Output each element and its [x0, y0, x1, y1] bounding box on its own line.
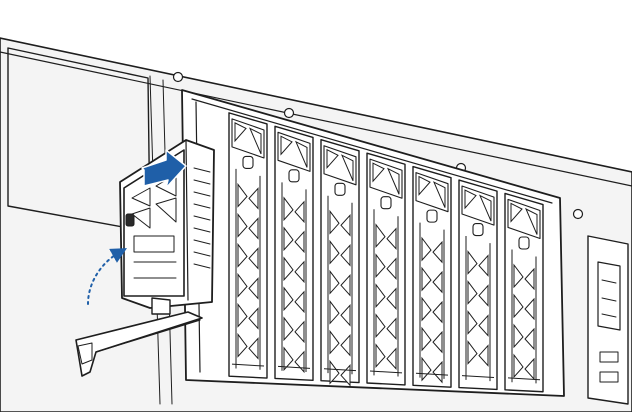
arrow-up-right-icon: [141, 149, 187, 189]
drive-bay: [274, 125, 314, 382]
drive-bay: [320, 139, 360, 387]
front-panel-controls: [587, 235, 629, 405]
drive-bay: [228, 112, 268, 379]
drive-bay: [366, 152, 406, 386]
drive-bay: [458, 179, 498, 391]
drive-bays: [228, 112, 544, 393]
drive-bay: [504, 192, 544, 393]
tray-release-lever: [75, 297, 203, 377]
curved-dotted-arrow-icon: [87, 248, 127, 305]
tray-side-rail: [193, 167, 211, 269]
drive-bay: [412, 165, 452, 388]
